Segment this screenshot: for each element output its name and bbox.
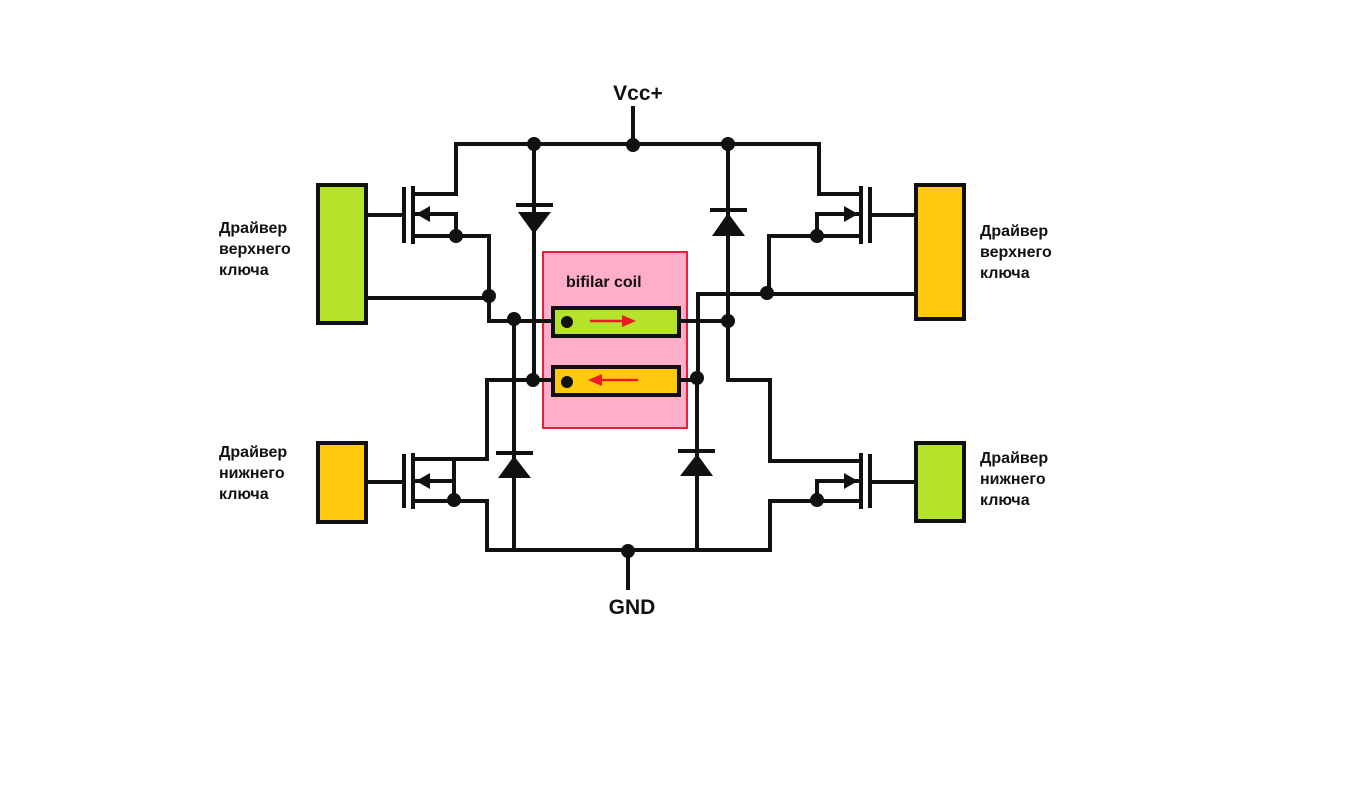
driver-label-top-right: Драйвер верхнего ключа: [980, 223, 1056, 282]
winding-bottom: [551, 365, 681, 397]
driver-block-top-right: [914, 183, 966, 321]
diode-bottom-left: [496, 319, 533, 552]
diode-top-left: [516, 142, 553, 382]
arrow-left-icon: [588, 374, 602, 386]
diode-bottom-right: [678, 378, 715, 552]
mosfet-top-right: [677, 142, 918, 382]
driver-label-top-left: Драйвер верхнего ключа: [219, 220, 295, 279]
mosfet-bottom-left: [366, 378, 555, 552]
diode-top-right: [710, 142, 747, 382]
junctions: [507, 137, 735, 558]
coil-title: bifilar coil: [566, 274, 642, 291]
mosfet-bottom-right: [726, 378, 918, 552]
driver-block-top-left: [316, 183, 368, 325]
driver-label-bottom-right: Драйвер нижнего ключа: [980, 450, 1053, 509]
arrow-right-icon: [622, 315, 636, 327]
vcc-label: Vcc+: [613, 82, 663, 105]
driver-block-bottom-left: [316, 441, 368, 524]
coil-box: [542, 251, 688, 429]
mosfet-top-left: [366, 142, 555, 323]
gnd-label: GND: [609, 596, 656, 619]
driver-label-bottom-left: Драйвер нижнего ключа: [219, 444, 292, 503]
vcc-rail: [454, 106, 821, 146]
winding-top: [551, 306, 730, 338]
driver-block-bottom-right: [914, 441, 966, 523]
